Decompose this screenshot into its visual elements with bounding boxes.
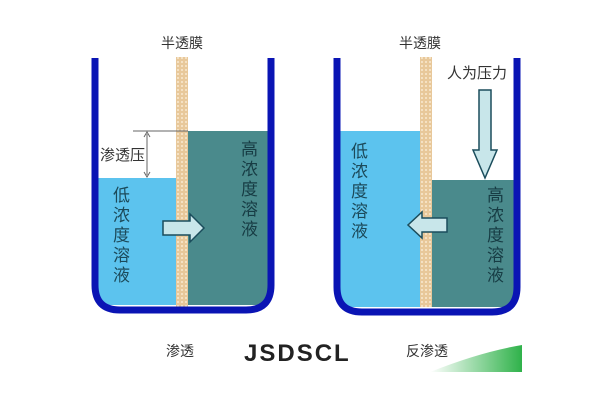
artificial-pressure-label: 人为压力 [447, 64, 508, 82]
high-concentration-label: 高浓度溶液 [237, 140, 257, 240]
membrane [420, 57, 432, 307]
beaker-wall [91, 58, 275, 314]
membrane-label: 半透膜 [399, 36, 441, 52]
watermark: JSDSCL [244, 340, 351, 367]
low-concentration-label: 低浓度溶液 [347, 142, 367, 242]
green-swoosh [430, 345, 522, 372]
high-solution [432, 180, 514, 307]
reverse-osmosis-caption: 反渗透 [406, 344, 448, 360]
membrane-label: 半透膜 [161, 36, 203, 52]
low-solution [340, 131, 422, 307]
pressure-bracket [133, 130, 188, 178]
high-solution [188, 131, 268, 305]
osmotic-pressure-label: 渗透压 [100, 146, 146, 164]
membrane [176, 57, 188, 307]
beaker-wall [333, 58, 521, 316]
low-concentration-label: 低浓度溶液 [109, 186, 129, 286]
low-solution [98, 178, 178, 305]
osmosis-caption: 渗透 [166, 344, 194, 360]
left-arrow-icon [406, 210, 448, 240]
right-arrow-icon [162, 212, 206, 244]
high-concentration-label: 高浓度溶液 [483, 186, 503, 286]
down-arrow-icon [471, 89, 499, 180]
right-beaker [333, 57, 521, 316]
left-beaker [91, 57, 275, 314]
